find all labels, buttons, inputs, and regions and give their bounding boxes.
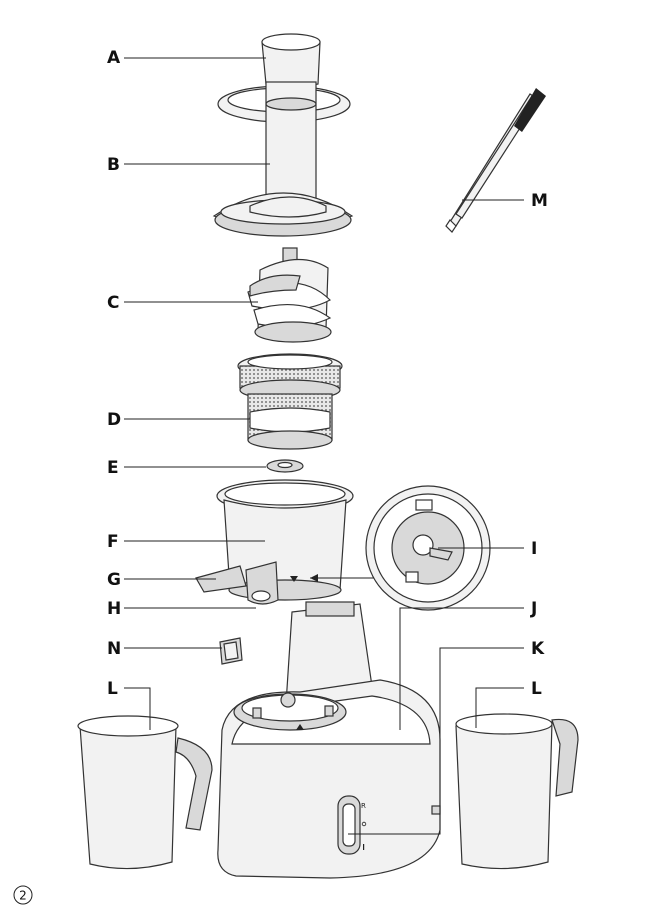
label-l-right: L — [531, 679, 542, 699]
label-e: E — [107, 458, 119, 478]
label-h: H — [107, 599, 121, 619]
label-n: N — [107, 639, 121, 659]
leader-lines — [124, 57, 524, 835]
part-a-pusher — [261, 33, 321, 88]
part-g-juice-spout — [195, 565, 247, 593]
part-e-seal — [266, 459, 304, 473]
svg-text:R: R — [361, 802, 366, 810]
part-i-bowl-top-view — [365, 485, 491, 611]
label-k: K — [531, 639, 545, 659]
label-f: F — [107, 532, 119, 552]
label-b: B — [107, 155, 120, 175]
part-l-jug-left — [77, 715, 213, 870]
part-k-switch: R — [337, 795, 367, 855]
label-g: G — [107, 570, 121, 590]
label-c: C — [107, 293, 119, 313]
part-n-cap — [219, 637, 243, 665]
label-d: D — [107, 410, 121, 430]
page-number-badge: 2 — [13, 885, 33, 905]
part-l-jug-right — [455, 713, 579, 870]
labels: A B C D E F G H N L M I J K L — [107, 48, 548, 699]
part-j-motor-base — [217, 601, 441, 879]
part-h-pulp-outlet — [245, 561, 279, 605]
label-i: I — [531, 539, 537, 559]
part-c-auger — [247, 247, 332, 343]
part-m-brush — [445, 88, 546, 233]
part-b-lid — [212, 81, 354, 237]
page-number: 2 — [19, 889, 27, 903]
label-m: M — [531, 191, 548, 211]
label-a: A — [107, 48, 121, 68]
label-l-left: L — [107, 679, 118, 699]
label-j: J — [530, 599, 537, 619]
part-d-strainer — [237, 353, 343, 450]
